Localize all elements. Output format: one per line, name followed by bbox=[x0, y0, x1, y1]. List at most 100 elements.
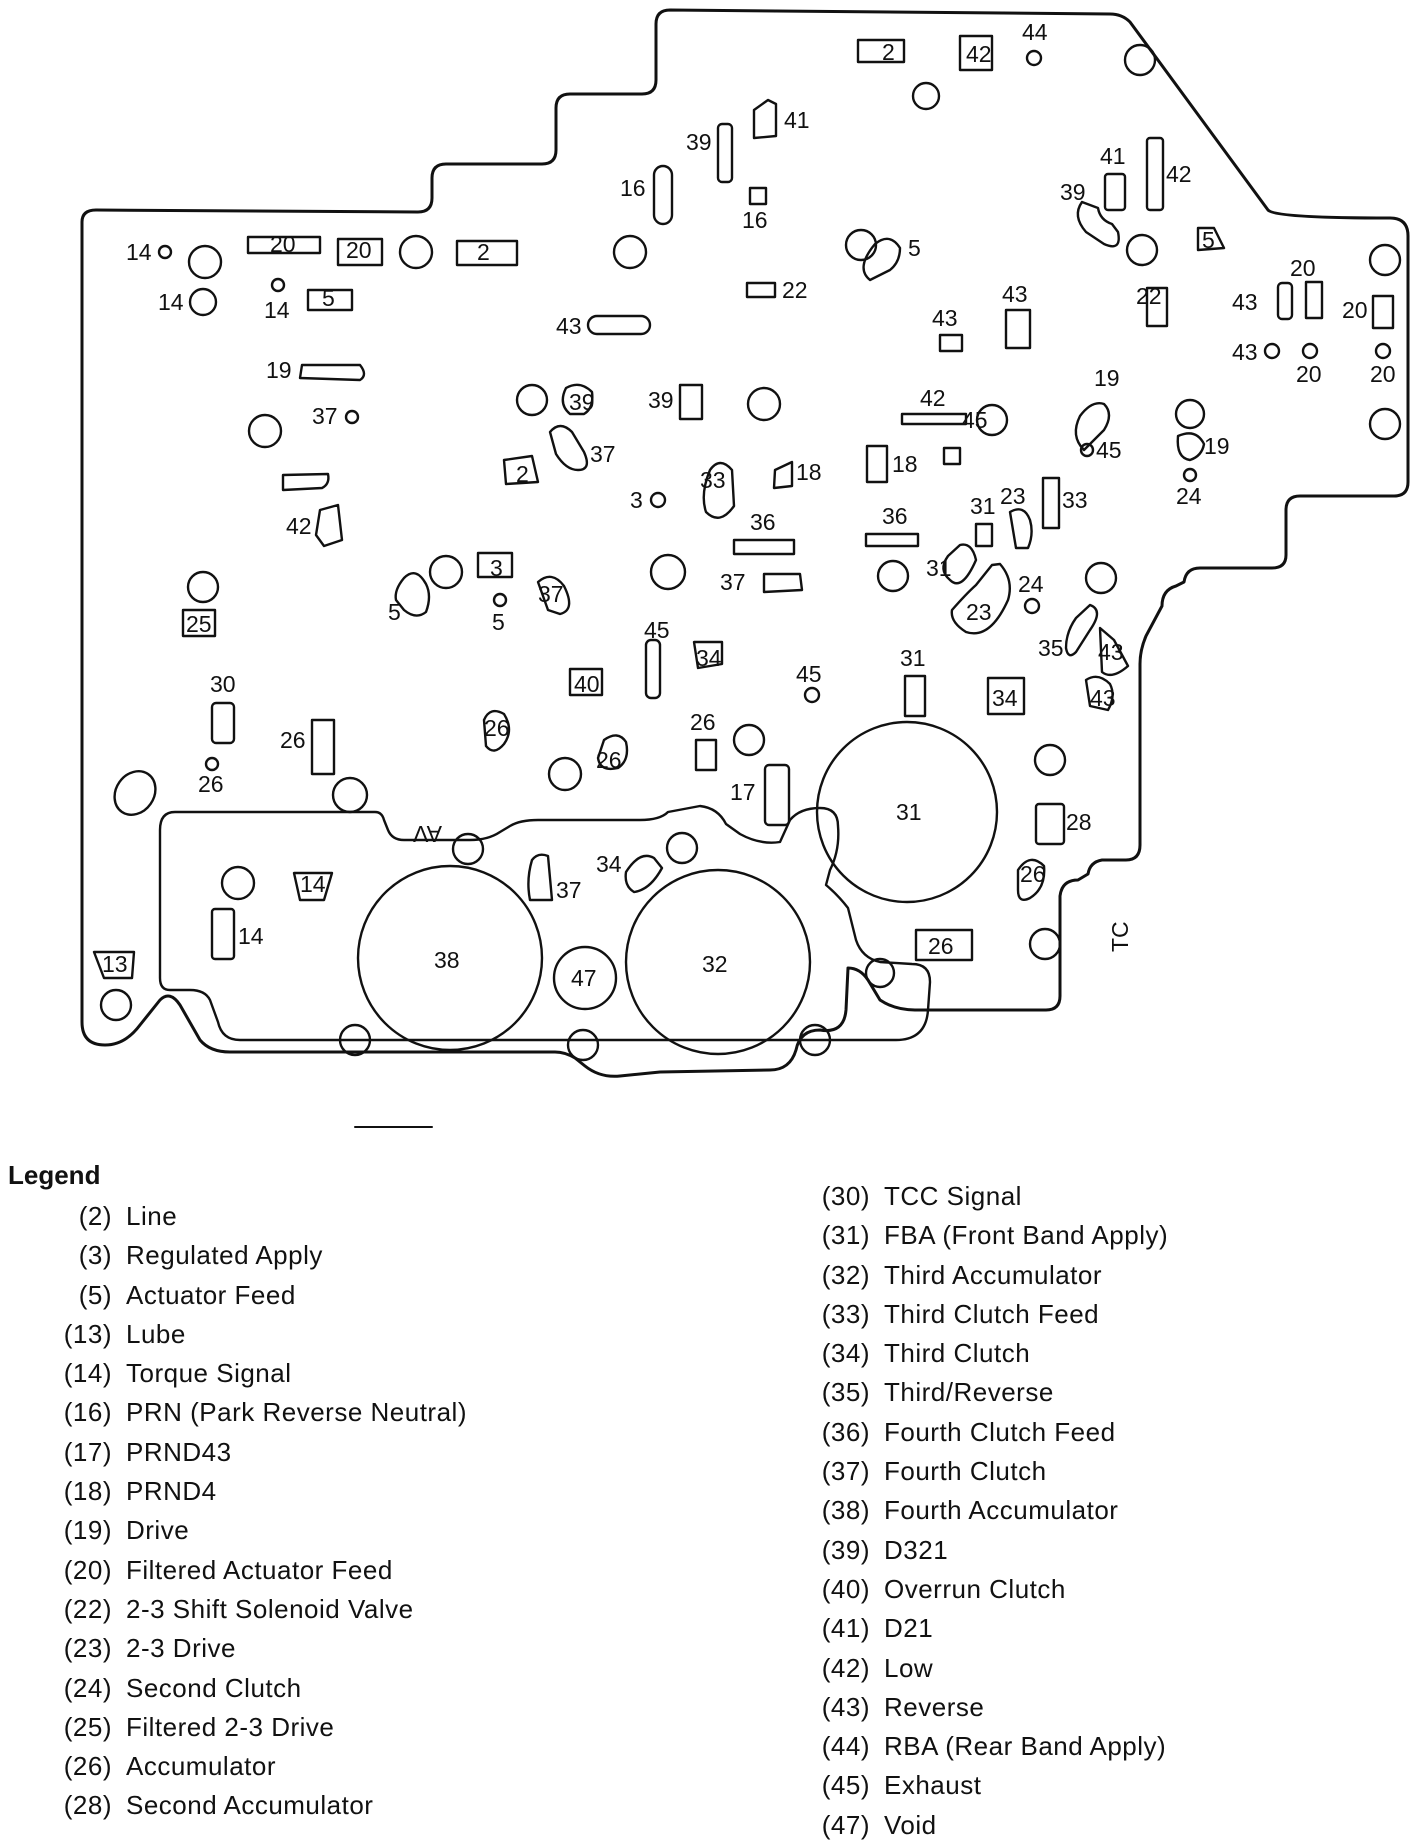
legend-code: (19) bbox=[63, 1515, 112, 1546]
legend-code: (31) bbox=[821, 1220, 870, 1251]
legend-entry: (23)2-3 Drive bbox=[40, 1629, 467, 1668]
svg-text:22: 22 bbox=[782, 277, 808, 303]
svg-text:43: 43 bbox=[1002, 281, 1028, 307]
legend-code: (17) bbox=[63, 1436, 112, 1467]
svg-text:16: 16 bbox=[620, 175, 646, 201]
svg-text:42: 42 bbox=[966, 41, 992, 67]
svg-text:45: 45 bbox=[1096, 437, 1122, 463]
legend-entry: (36)Fourth Clutch Feed bbox=[808, 1413, 1168, 1452]
legend-code: (13) bbox=[63, 1318, 112, 1349]
port-shapes bbox=[92, 34, 1395, 980]
svg-text:20: 20 bbox=[270, 231, 296, 257]
svg-text:34: 34 bbox=[596, 851, 622, 877]
svg-text:26: 26 bbox=[198, 771, 224, 797]
legend-entry: (47) Void bbox=[808, 1806, 1168, 1845]
svg-text:19: 19 bbox=[266, 357, 292, 383]
legend-entry: (33)Third Clutch Feed bbox=[808, 1295, 1168, 1334]
svg-text:39: 39 bbox=[569, 389, 595, 415]
svg-text:33: 33 bbox=[1062, 487, 1088, 513]
legend-entry: (41)D21 bbox=[808, 1609, 1168, 1648]
svg-text:23: 23 bbox=[966, 599, 992, 625]
legend-code: (23) bbox=[63, 1633, 112, 1664]
legend-code: (24) bbox=[63, 1672, 112, 1703]
legend-left-column: (2)Line(3)Regulated Apply(5)Actuator Fee… bbox=[40, 1197, 467, 1826]
legend-entry: (17) PRND43 bbox=[40, 1433, 467, 1472]
legend-name: Fourth Accumulator bbox=[884, 1495, 1119, 1526]
legend-name: TCC Signal bbox=[884, 1181, 1022, 1211]
legend-name: Overrun Clutch bbox=[884, 1573, 1066, 1604]
svg-text:14: 14 bbox=[264, 297, 290, 323]
legend-code: (37) bbox=[821, 1456, 870, 1487]
legend-code: (45) bbox=[821, 1770, 870, 1801]
svg-text:37: 37 bbox=[556, 877, 582, 903]
legend-entry: (16)PRN (Park Reverse Neutral) bbox=[40, 1393, 467, 1432]
legend-name: Regulated Apply bbox=[126, 1240, 323, 1271]
legend-code: (25) bbox=[63, 1711, 112, 1742]
legend-code: (18) bbox=[63, 1476, 112, 1507]
legend-code: (47) bbox=[821, 1809, 870, 1840]
svg-text:24: 24 bbox=[1176, 483, 1202, 509]
legend-name: FBA (Front Band Apply) bbox=[884, 1220, 1169, 1251]
svg-text:14: 14 bbox=[126, 239, 152, 265]
svg-text:45: 45 bbox=[644, 617, 670, 643]
svg-text:40: 40 bbox=[574, 671, 600, 697]
legend-entry: (39)D321 bbox=[808, 1531, 1168, 1570]
legend-name: Second Clutch bbox=[126, 1672, 302, 1703]
legend-code: (38) bbox=[821, 1495, 870, 1526]
plate-inner-outline bbox=[158, 804, 932, 1042]
svg-text:39: 39 bbox=[648, 387, 674, 413]
svg-text:AV: AV bbox=[412, 821, 442, 847]
legend-name: Low bbox=[884, 1652, 934, 1683]
svg-text:41: 41 bbox=[1100, 143, 1126, 169]
svg-text:43: 43 bbox=[932, 305, 958, 331]
valve-body-plate-diagram: 2 42 44 41 39 16 16 41 42 39 5 5 14 14 1… bbox=[80, 8, 1410, 1128]
legend-name: PRND43 bbox=[126, 1436, 232, 1467]
svg-text:14: 14 bbox=[238, 923, 264, 949]
svg-text:22: 22 bbox=[1136, 283, 1162, 309]
legend-entry: (37)Fourth Clutch bbox=[808, 1452, 1168, 1491]
legend-code: (44) bbox=[821, 1731, 870, 1762]
svg-text:5: 5 bbox=[322, 285, 335, 311]
svg-text:32: 32 bbox=[702, 951, 728, 977]
legend-entry: (19) Drive bbox=[40, 1511, 467, 1550]
legend-entry: (3)Regulated Apply bbox=[40, 1236, 467, 1275]
plate-outline bbox=[80, 8, 1410, 1078]
legend-code: (35) bbox=[821, 1377, 870, 1408]
svg-text:19: 19 bbox=[1204, 433, 1230, 459]
legend-entry: (44) RBA (Rear Band Apply) bbox=[808, 1727, 1168, 1766]
svg-text:26: 26 bbox=[280, 727, 306, 753]
svg-text:14: 14 bbox=[300, 871, 326, 897]
legend-code: (22) bbox=[63, 1593, 112, 1624]
svg-text:3: 3 bbox=[630, 487, 643, 513]
legend-name: Void bbox=[884, 1809, 937, 1840]
legend-entry: (40)Overrun Clutch bbox=[808, 1570, 1168, 1609]
legend-name: Accumulator bbox=[126, 1751, 276, 1782]
svg-text:36: 36 bbox=[750, 509, 776, 535]
svg-text:31: 31 bbox=[926, 555, 952, 581]
svg-text:45: 45 bbox=[962, 407, 988, 433]
svg-text:23: 23 bbox=[1000, 483, 1026, 509]
legend-title: Legend bbox=[8, 1160, 101, 1190]
legend-name: PRN (Park Reverse Neutral) bbox=[126, 1397, 467, 1428]
svg-text:37: 37 bbox=[590, 441, 616, 467]
legend-name: Lube bbox=[126, 1318, 186, 1349]
svg-text:5: 5 bbox=[388, 599, 401, 625]
legend-name: RBA (Rear Band Apply) bbox=[884, 1731, 1167, 1762]
legend-name: Line bbox=[126, 1201, 178, 1231]
svg-text:2: 2 bbox=[882, 39, 895, 65]
svg-text:14: 14 bbox=[158, 289, 184, 315]
legend-name: Second Accumulator bbox=[126, 1790, 374, 1821]
legend-code: (41) bbox=[821, 1613, 870, 1644]
svg-text:42: 42 bbox=[286, 513, 312, 539]
legend-entry: (14)Torque Signal bbox=[40, 1354, 467, 1393]
legend-name: Third Accumulator bbox=[884, 1259, 1103, 1290]
svg-text:20: 20 bbox=[1342, 297, 1368, 323]
svg-text:26: 26 bbox=[928, 933, 954, 959]
svg-text:31: 31 bbox=[900, 645, 926, 671]
svg-text:2: 2 bbox=[477, 239, 490, 265]
svg-text:26: 26 bbox=[484, 715, 510, 741]
legend-name: Drive bbox=[126, 1515, 190, 1546]
legend-name: Torque Signal bbox=[126, 1358, 292, 1389]
svg-text:43: 43 bbox=[1090, 685, 1116, 711]
svg-text:26: 26 bbox=[596, 747, 622, 773]
